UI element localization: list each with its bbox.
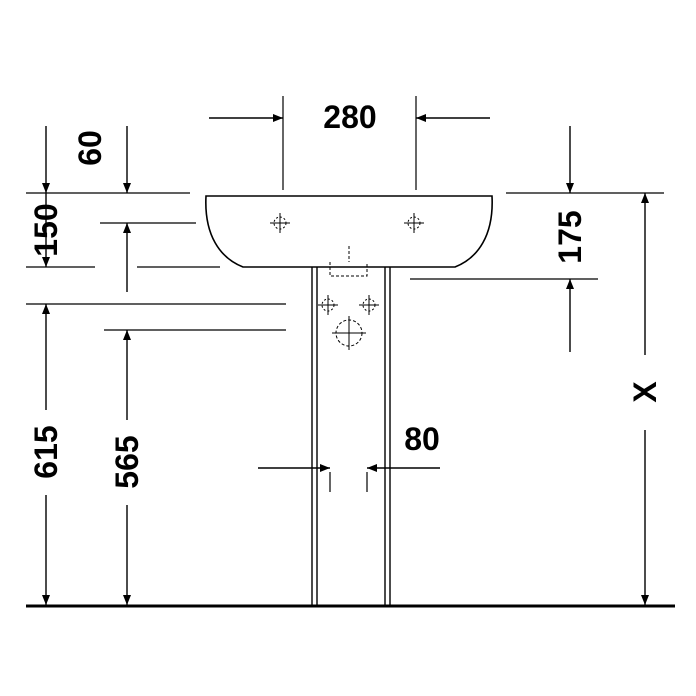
dim-label-280: 280 (323, 99, 376, 135)
pedestal (311, 267, 391, 605)
dim-label-615: 615 (28, 425, 64, 478)
dimension-arrows (42, 114, 649, 605)
tap-hole-right-icon (404, 213, 424, 233)
tap-hole-left-icon (270, 213, 290, 233)
basin-outline (205, 195, 493, 268)
dim-label-565: 565 (109, 435, 145, 488)
dim-label-x: X (627, 381, 663, 403)
waste-outlet-icon (329, 246, 368, 277)
water-connection-right-icon (359, 295, 379, 315)
extension-lines (26, 96, 664, 492)
water-connection-left-icon (318, 295, 338, 315)
drain-connection-icon (332, 316, 366, 350)
dim-label-60: 60 (72, 130, 108, 166)
dim-label-150: 150 (28, 203, 64, 256)
dim-label-175: 175 (552, 210, 588, 263)
dim-label-80: 80 (404, 421, 440, 457)
